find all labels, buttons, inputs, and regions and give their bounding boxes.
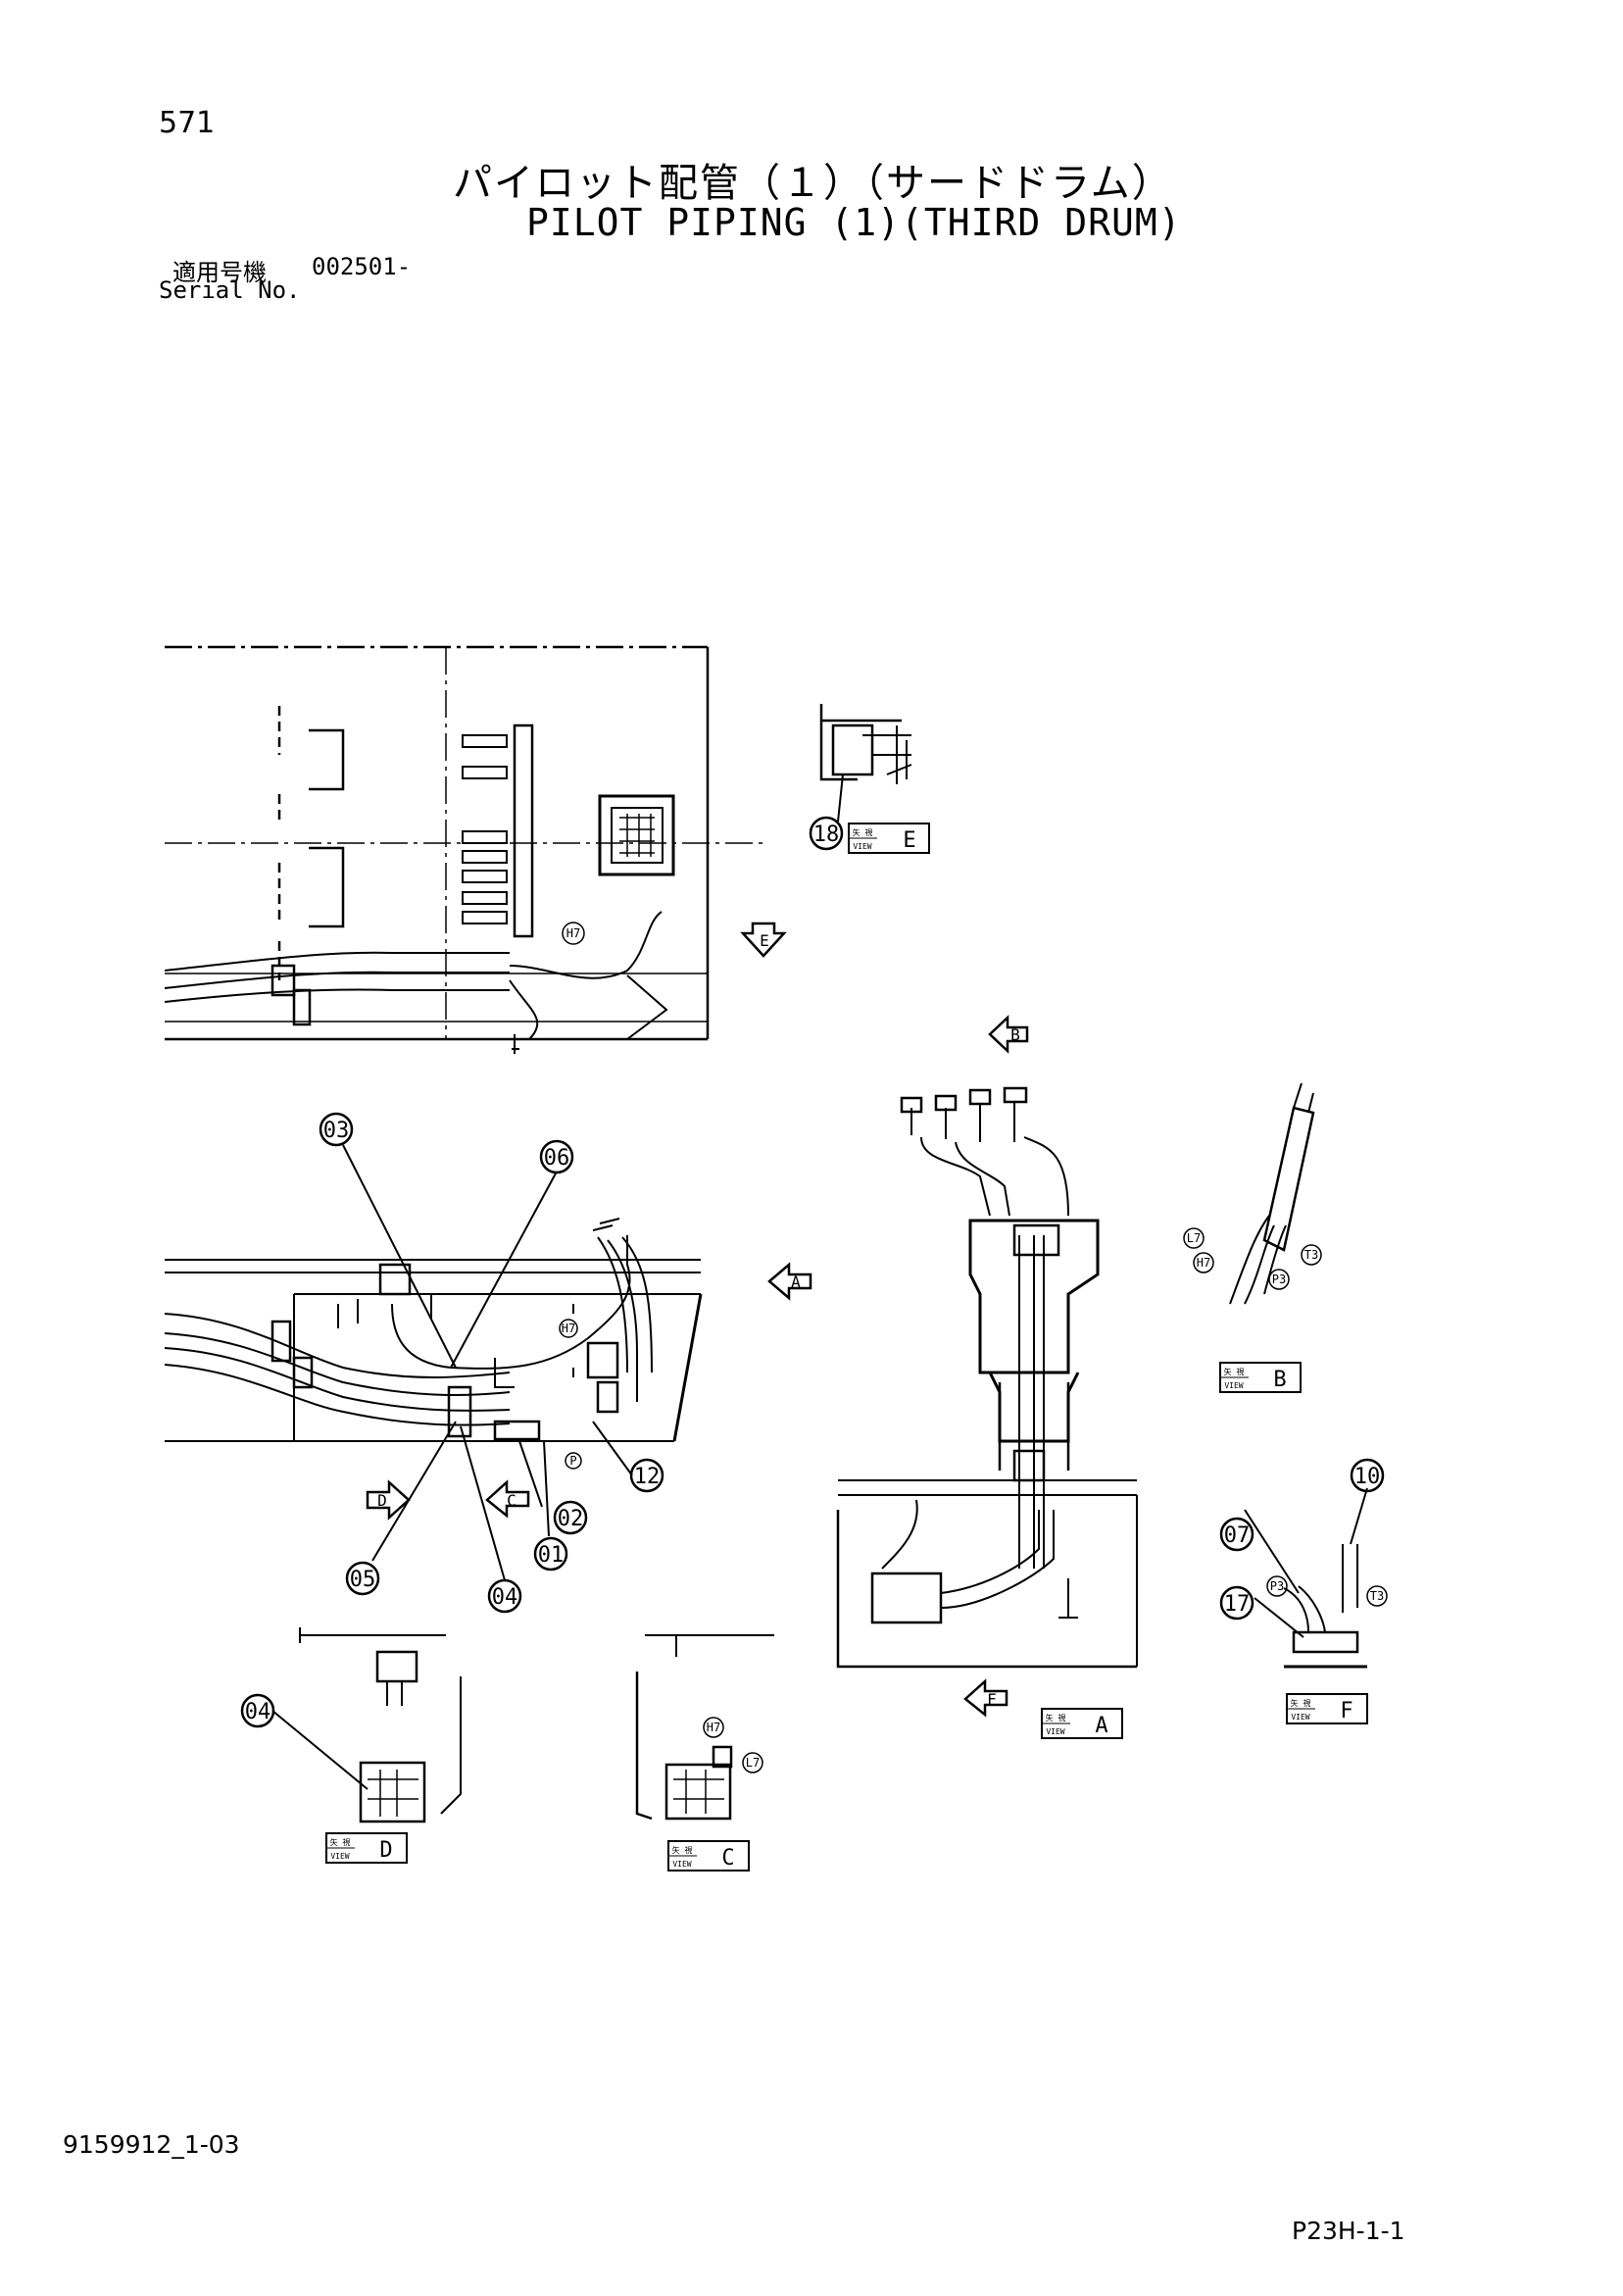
view-e-label: 矢 視 VIEW E <box>848 823 930 854</box>
callout-leaders <box>271 774 1368 1790</box>
svg-text:VIEW: VIEW <box>853 842 871 851</box>
serial-label-english: Serial No. <box>159 276 301 304</box>
svg-text:C: C <box>721 1846 734 1871</box>
view-c-label: 矢 視 VIEW C <box>667 1840 750 1872</box>
svg-text:04: 04 <box>245 1700 271 1724</box>
callout-04-view-d: 04 <box>240 1693 275 1728</box>
svg-text:B: B <box>1273 1368 1286 1392</box>
callout-04: 04 <box>487 1578 522 1614</box>
callout-03: 03 <box>319 1112 354 1147</box>
svg-text:H7: H7 <box>566 926 580 940</box>
arrow-d-letter: D <box>377 1491 387 1510</box>
arrow-b-letter: B <box>1010 1025 1020 1044</box>
svg-text:18: 18 <box>813 823 840 847</box>
svg-text:VIEW: VIEW <box>1224 1381 1243 1390</box>
port-p3-view-b: P3 <box>1268 1269 1290 1290</box>
svg-text:10: 10 <box>1354 1465 1381 1489</box>
main-view-top <box>164 645 764 1054</box>
svg-text:D: D <box>379 1838 392 1863</box>
svg-text:T3: T3 <box>1304 1248 1318 1262</box>
port-t3-view-f: T3 <box>1366 1585 1388 1607</box>
svg-text:12: 12 <box>634 1465 661 1489</box>
port-h7-view-b: H7 <box>1193 1252 1214 1273</box>
view-f-label: 矢 視 VIEW F <box>1286 1693 1368 1724</box>
svg-text:L7: L7 <box>1187 1231 1201 1245</box>
svg-text:05: 05 <box>350 1568 376 1592</box>
port-t3-view-b: T3 <box>1301 1244 1322 1266</box>
view-b-detail <box>1229 1082 1315 1305</box>
callout-02: 02 <box>553 1500 588 1535</box>
callout-01: 01 <box>533 1536 568 1572</box>
svg-text:17: 17 <box>1224 1592 1251 1617</box>
view-d-label: 矢 視 VIEW D <box>325 1832 408 1864</box>
callout-12: 12 <box>629 1458 664 1493</box>
arrow-f-letter: F <box>987 1690 997 1709</box>
view-e-detail <box>819 704 912 784</box>
svg-text:矢 視: 矢 視 <box>853 827 873 837</box>
port-h7-middle: H7 <box>559 1319 578 1338</box>
callout-07: 07 <box>1219 1517 1254 1552</box>
port-h7-top: H7 <box>562 922 585 945</box>
callout-05: 05 <box>345 1561 380 1596</box>
page-code: P23H-1-1 <box>1292 2217 1405 2245</box>
main-view-middle <box>164 1218 703 1442</box>
svg-text:矢 視: 矢 視 <box>1291 1698 1311 1708</box>
svg-text:F: F <box>1340 1699 1352 1723</box>
svg-text:01: 01 <box>538 1543 565 1568</box>
svg-text:04: 04 <box>492 1585 518 1610</box>
svg-text:T3: T3 <box>1370 1589 1384 1603</box>
svg-text:VIEW: VIEW <box>1291 1713 1309 1722</box>
view-a-label: 矢 視 VIEW A <box>1041 1708 1123 1739</box>
port-p3-view-f: P3 <box>1266 1575 1288 1597</box>
svg-text:VIEW: VIEW <box>330 1852 349 1861</box>
view-c-detail <box>635 1634 774 1821</box>
callout-17: 17 <box>1219 1585 1254 1621</box>
view-f-detail <box>1283 1544 1367 1669</box>
serial-label-japanese: 適用号機 <box>172 259 267 286</box>
port-labels: H7 H7 L7 H7 P3 T3 H7 L7 P3 T3 P <box>559 922 1388 1773</box>
view-label-boxes: 矢 視 VIEW E 矢 視 VIEW B 矢 視 VIEW A 矢 視 VIE… <box>325 823 1368 1872</box>
callout-circles: 03 06 12 02 01 05 04 18 04 07 17 10 <box>240 816 1385 1728</box>
port-l7-view-b: L7 <box>1183 1227 1205 1249</box>
svg-text:VIEW: VIEW <box>1046 1727 1064 1736</box>
port-h7-view-c: H7 <box>703 1717 724 1738</box>
svg-text:P: P <box>569 1454 576 1468</box>
callout-18: 18 <box>809 816 844 851</box>
svg-text:L7: L7 <box>746 1756 760 1770</box>
title-english: PILOT PIPING (1)(THIRD DRUM) <box>526 201 1182 244</box>
callout-10: 10 <box>1350 1458 1385 1493</box>
view-arrows <box>366 922 1029 1718</box>
page-number: 571 <box>159 106 216 140</box>
svg-text:H7: H7 <box>562 1322 575 1335</box>
arrow-e-letter: E <box>760 931 769 950</box>
document-number: 9159912_1-03 <box>63 2130 240 2159</box>
svg-text:P3: P3 <box>1270 1579 1284 1593</box>
callout-06: 06 <box>539 1139 574 1174</box>
svg-text:H7: H7 <box>707 1721 720 1734</box>
svg-text:P3: P3 <box>1272 1273 1286 1286</box>
svg-text:03: 03 <box>323 1119 350 1143</box>
view-d-detail <box>299 1627 462 1823</box>
svg-text:VIEW: VIEW <box>672 1860 691 1869</box>
arrow-c-letter: C <box>507 1491 516 1510</box>
svg-text:06: 06 <box>544 1146 570 1171</box>
svg-text:矢 視: 矢 視 <box>672 1845 693 1855</box>
title-japanese: パイロット配管（１）（サードドラム） <box>453 161 1173 206</box>
port-p-middle: P <box>565 1452 582 1470</box>
svg-text:矢 視: 矢 視 <box>1046 1713 1066 1722</box>
port-l7-view-c: L7 <box>742 1752 763 1773</box>
svg-text:E: E <box>903 828 915 853</box>
view-b-label: 矢 視 VIEW B <box>1219 1362 1302 1393</box>
svg-text:H7: H7 <box>1197 1256 1210 1270</box>
view-a-detail <box>836 1086 1138 1669</box>
serial-number-value: 002501- <box>312 253 412 280</box>
svg-text:矢 視: 矢 視 <box>1224 1367 1245 1376</box>
svg-text:矢 視: 矢 視 <box>330 1837 351 1847</box>
svg-text:02: 02 <box>558 1507 584 1531</box>
arrow-letters: E B A D C F <box>377 931 1020 1709</box>
svg-text:A: A <box>1095 1714 1107 1738</box>
svg-text:07: 07 <box>1224 1523 1251 1548</box>
arrow-a-letter: A <box>791 1273 801 1291</box>
